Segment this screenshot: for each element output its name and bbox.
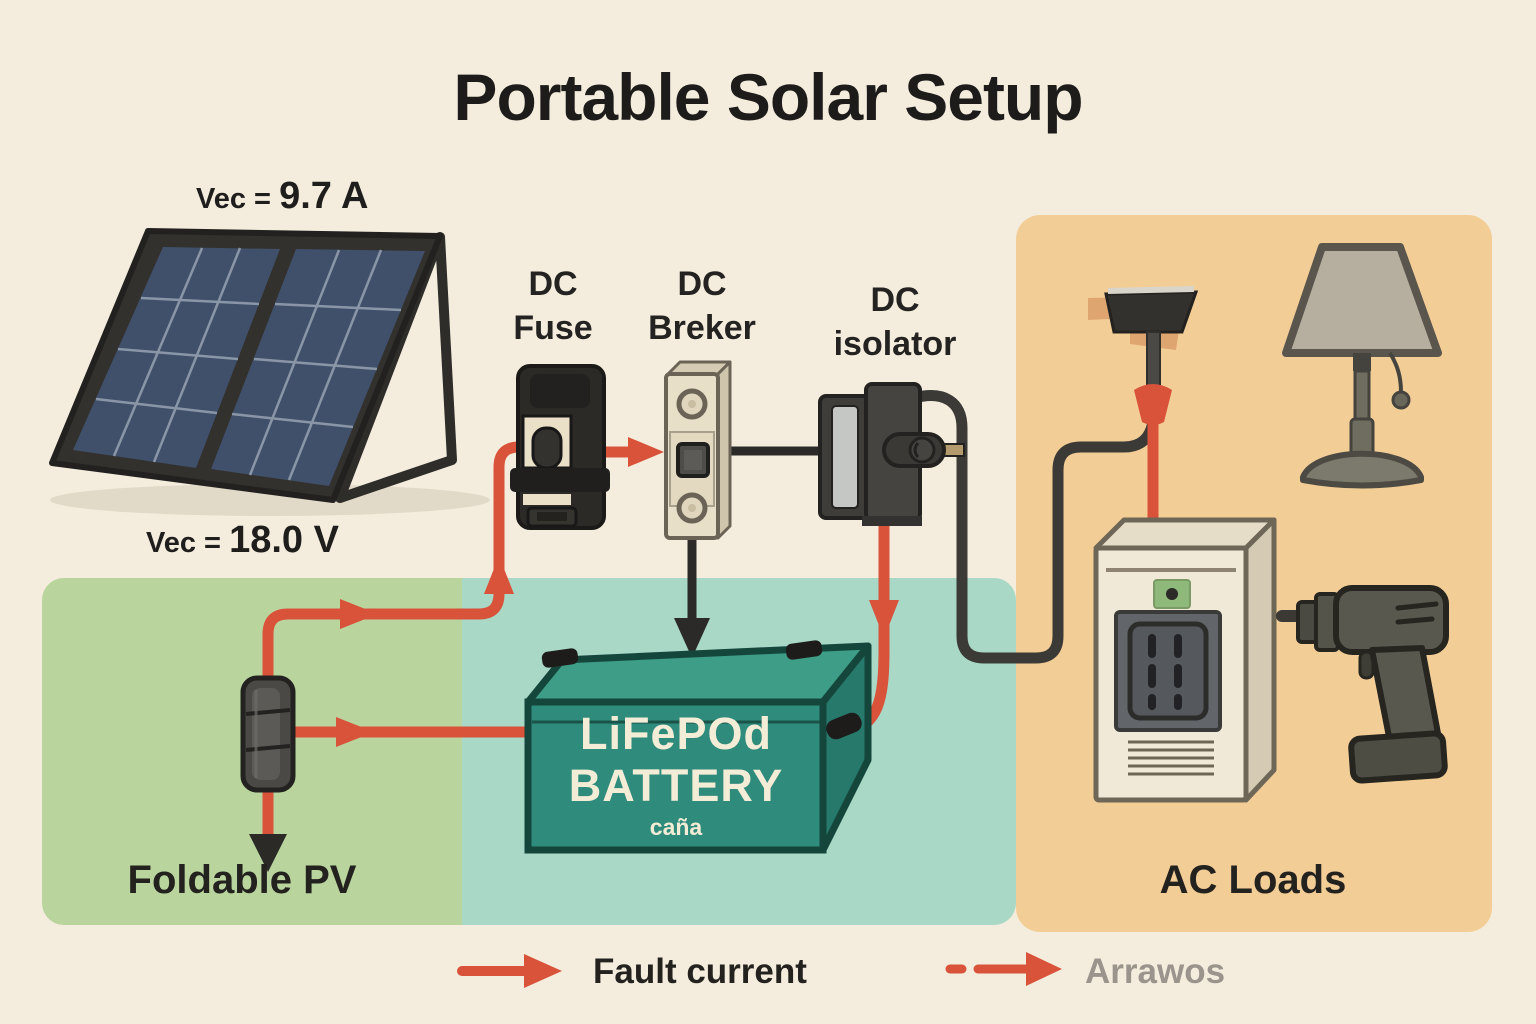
pv-voltage-value: 18.0 V [229,519,339,561]
down-arrow-icon [249,834,287,872]
wires [249,390,1159,872]
wire-isolator-to-ac [908,390,1159,664]
down-arrow-icon [674,618,710,658]
pv-voltage-label: Vec = [146,527,221,559]
pv-current-value: 9.7 A [279,175,369,217]
ac-plug-icon [1088,286,1199,425]
pv-current-annotation: Vec = 9.7 A [196,174,368,220]
wire-pv-to-fuse [262,441,532,686]
dc-breaker-label: DC Breker [612,262,792,350]
dc-fuse-label: DC Fuse [478,262,628,350]
battery-icon [524,640,872,854]
pv-current-label: Vec = [196,183,271,215]
drill-icon [1276,585,1449,784]
fault-arrow-icon [628,437,664,467]
inverter-icon [1093,517,1277,803]
pv-voltage-annotation: Vec = 18.0 V [146,518,339,564]
fault-arrow-icon [336,717,374,747]
dc-fuse-label-line1: DC [528,265,578,303]
fault-arrow-right-icon [340,599,378,629]
ac-loads-zone-label: AC Loads [1159,858,1347,902]
dc-breaker-icon [664,360,732,540]
dc-breaker-label-line2: Breker [648,309,756,347]
legend-arrows [457,952,1062,988]
dc-fuse-icon [510,364,610,530]
dc-isolator-icon [818,382,965,526]
foldable-pv-zone-label: Foldable PV [127,858,357,902]
legend-arrows-label: Arrawos [1085,952,1226,991]
dc-fuse-label-line2: Fuse [513,309,593,347]
dc-breaker-label-line1: DC [677,265,727,303]
dc-isolator-label-line2: isolator [833,325,957,363]
page-title: Portable Solar Setup [453,60,1083,134]
dc-isolator-label-line1: DC [870,281,920,319]
battery-type-text: BATTERY [568,760,784,811]
battery-brand-text: LiFePOd [579,708,772,759]
solar-panel-icon [49,228,490,516]
battery-subtext: caña [649,814,703,840]
pv-connector-icon [240,675,296,793]
fault-arrow-down-icon [869,600,899,638]
fault-arrow-up-icon [484,556,514,594]
legend-fault-current-label: Fault current [593,952,807,991]
lamp-icon [1282,243,1442,489]
battery-label: LiFePOd BATTERY caña [528,708,824,842]
dc-isolator-label: DC isolator [805,278,985,366]
